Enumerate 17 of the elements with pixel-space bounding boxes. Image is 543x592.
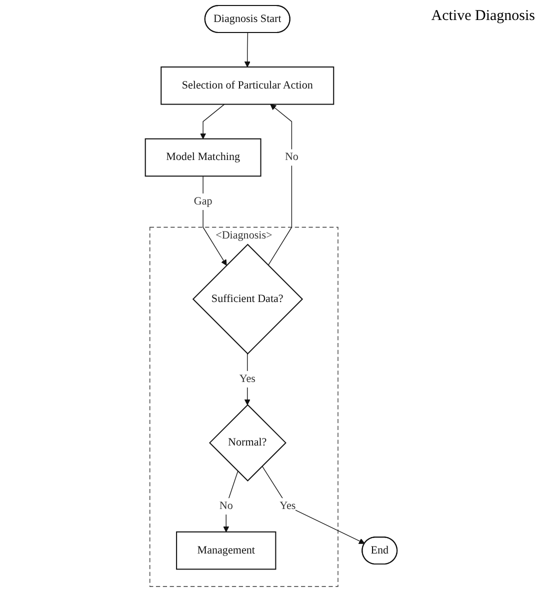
edge-label: Yes (280, 500, 296, 512)
edge-label: No (220, 500, 234, 512)
arrow (203, 176, 228, 266)
arrow (268, 104, 292, 266)
arrow (200, 104, 225, 140)
node-box: Selection of Particular Action (160, 66, 334, 105)
node-box: Model Matching (145, 138, 262, 177)
arrow (244, 32, 251, 68)
edge-label: No (285, 151, 299, 164)
node-diamond: Normal? (209, 404, 287, 482)
node-box: Management (176, 531, 276, 570)
note-text: Active Diagnosis (431, 8, 535, 25)
edge-label: Yes (240, 373, 256, 385)
node-diamond: Sufficient Data? (192, 244, 304, 354)
edge-label: Gap (194, 195, 213, 208)
arrow (223, 470, 238, 532)
arrow (262, 466, 366, 544)
